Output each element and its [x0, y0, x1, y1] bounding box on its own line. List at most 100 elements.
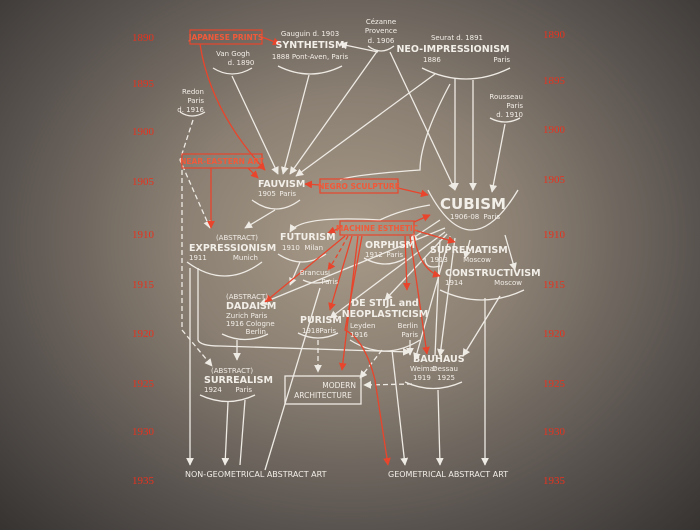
nodes-gauguin-artist: Gauguin d. 1903: [281, 30, 339, 38]
nodes-vangogh-died: d. 1890: [228, 59, 255, 67]
influences-negro-sculpture: NEGRO SCULPTURE: [318, 182, 400, 191]
nodes-dadaism-line3: Berlin: [246, 328, 266, 336]
nodes-purism-name: PURISM: [300, 315, 342, 326]
nodes-seurat-year: 1886: [423, 56, 441, 64]
nodes-constructivism-place: Moscow: [494, 279, 522, 287]
nodes-bauhaus-year1: 1919: [413, 374, 431, 382]
nodes-bauhaus-name: BAUHAUS: [413, 354, 465, 365]
year-label: 1920: [543, 328, 566, 340]
node-orphism: ORPHISM 1912 Paris: [365, 240, 415, 259]
nodes-orphism-year: 1912: [365, 251, 383, 259]
node-neo-impressionism: Seurat d. 1891 NEO-IMPRESSIONISM 1886 Pa…: [396, 34, 510, 64]
node-futurism: FUTURISM 1910 Milan: [280, 232, 336, 252]
node-cezanne: Cézanne Provence d. 1906: [365, 18, 397, 45]
nodes-vangogh-artist: Van Gogh: [216, 50, 250, 58]
year-axis-right: 1890 1895 1900 1905 1910 1915 1920 1925 …: [543, 29, 566, 487]
year-label: 1900: [132, 126, 155, 138]
influence-machine-esthetic: MACHINE ESTHETIC: [336, 220, 419, 236]
nodes-constructivism-year: 1914: [445, 279, 463, 287]
year-axis-left: 1890 1895 1900 1905 1910 1915 1920 1925 …: [132, 32, 155, 487]
nodes-brancusi-place: Paris: [321, 278, 338, 286]
nodes-suprematism-name: SUPREMATISM: [430, 245, 508, 256]
node-suprematism: SUPREMATISM 1913 Moscow: [430, 245, 508, 264]
influences-near-eastern-art: NEAR-EASTERN ART: [180, 157, 265, 166]
nodes-redon-place: Paris: [187, 97, 204, 105]
nodes-destijl-year: 1916: [350, 331, 368, 339]
nodes-surrealism-prefix: (ABSTRACT): [211, 367, 253, 375]
node-bauhaus: BAUHAUS Weimar Dessau 1919 1925: [410, 354, 465, 382]
nodes-bauhaus-place2: Dessau: [432, 365, 458, 373]
year-label: 1895: [543, 75, 566, 87]
non-geometrical-abstract-art: NON-GEOMETRICAL ABSTRACT ART: [185, 470, 327, 479]
node-surrealism: (ABSTRACT) SURREALISM 1924 Paris: [204, 367, 273, 394]
nodes-fauvism-place: Paris: [279, 190, 296, 198]
nodes-orphism-name: ORPHISM: [365, 240, 415, 251]
year-label: 1895: [132, 78, 155, 90]
year-label: 1890: [132, 32, 155, 44]
nodes-dadaism-prefix: (ABSTRACT): [226, 293, 268, 301]
nodes-redon-artist: Redon: [182, 88, 204, 96]
influences-machine-esthetic: MACHINE ESTHETIC: [336, 224, 419, 233]
year-label: 1905: [543, 174, 566, 186]
node-redon: Redon Paris d. 1916: [177, 88, 204, 114]
year-label: 1925: [132, 378, 155, 390]
nodes-surrealism-name: SURREALISM: [204, 375, 273, 386]
year-label: 1915: [132, 279, 155, 291]
nodes-destijl-place1: Leyden: [350, 322, 375, 330]
nodes-cezanne-died: d. 1906: [368, 37, 395, 45]
nodes-futurism-place: Milan: [304, 244, 323, 252]
nodes-modern-architecture-line1: MODERN: [322, 381, 356, 390]
geometrical-abstract-art: GEOMETRICAL ABSTRACT ART: [388, 470, 508, 479]
year-label: 1935: [132, 475, 155, 487]
nodes-fauvism-name: FAUVISM: [258, 179, 305, 190]
node-expressionism: (ABSTRACT) EXPRESSIONISM 1911 Munich: [189, 234, 276, 262]
nodes-surrealism-year: 1924: [204, 386, 222, 394]
year-label: 1920: [132, 328, 155, 340]
nodes-orphism-place: Paris: [386, 251, 403, 259]
year-label: 1910: [543, 229, 566, 241]
nodes-bauhaus-year2: 1925: [437, 374, 455, 382]
year-label: 1930: [543, 426, 566, 438]
nodes-destijl-name1: DE STIJL and: [351, 298, 418, 309]
nodes-cezanne-place: Provence: [365, 27, 397, 35]
influence-near-eastern-art: NEAR-EASTERN ART: [180, 153, 265, 169]
nodes-gauguin-meta: 1888 Pont-Aven, Paris: [272, 53, 349, 61]
nodes-destijl-place3: Paris: [401, 331, 418, 339]
nodes-futurism-year: 1910: [282, 244, 300, 252]
year-label: 1935: [543, 475, 566, 487]
nodes-dadaism-line1: Zurich Paris: [226, 312, 268, 320]
nodes-seurat-place: Paris: [493, 56, 510, 64]
nodes-seurat-name: NEO-IMPRESSIONISM: [396, 44, 509, 55]
node-de-stijl: DE STIJL and NEOPLASTICISM Leyden 1916 B…: [342, 298, 429, 339]
year-label: 1890: [543, 29, 566, 41]
nodes-gauguin-name: SYNTHETISM: [276, 40, 345, 51]
node-cubism: CUBISM 1906-08 Paris: [440, 195, 506, 221]
nodes-purism-place: Paris: [319, 327, 336, 335]
year-label: 1930: [132, 426, 155, 438]
nodes-seurat-artist: Seurat d. 1891: [431, 34, 483, 42]
nodes-cubism-year: 1906-08: [450, 213, 479, 221]
nodes-fauvism-year: 1905: [258, 190, 276, 198]
external-influence-lines: [199, 36, 456, 466]
influences-japanese-prints: JAPANESE PRINTS: [188, 33, 264, 42]
nodes-expressionism-name: EXPRESSIONISM: [189, 243, 276, 254]
nodes-futurism-name: FUTURISM: [280, 232, 336, 243]
node-modern-architecture: MODERN ARCHITECTURE: [284, 375, 362, 405]
year-label: 1915: [543, 279, 566, 291]
nodes-purism-year: 1918: [302, 327, 320, 335]
nodes-bauhaus-place1: Weimar: [410, 365, 437, 373]
nodes-rousseau-died: d. 1910: [496, 111, 523, 119]
nodes-rousseau-place: Paris: [506, 102, 523, 110]
nodes-suprematism-year: 1913: [430, 256, 448, 264]
year-label: 1910: [132, 229, 155, 241]
node-constructivism: CONSTRUCTIVISM 1914 Moscow: [445, 268, 541, 287]
nodes-brancusi-artist: Brancusi: [300, 269, 330, 277]
nodes-dadaism-line2: 1916 Cologne: [226, 320, 275, 328]
nodes-suprematism-place: Moscow: [463, 256, 491, 264]
node-purism: PURISM 1918 Paris: [300, 315, 342, 335]
node-dadaism: (ABSTRACT) DADAISM Zurich Paris 1916 Col…: [226, 293, 276, 336]
nodes-surrealism-place: Paris: [235, 386, 252, 394]
year-label: 1900: [543, 124, 566, 136]
nodes-cubism-name: CUBISM: [440, 195, 506, 213]
